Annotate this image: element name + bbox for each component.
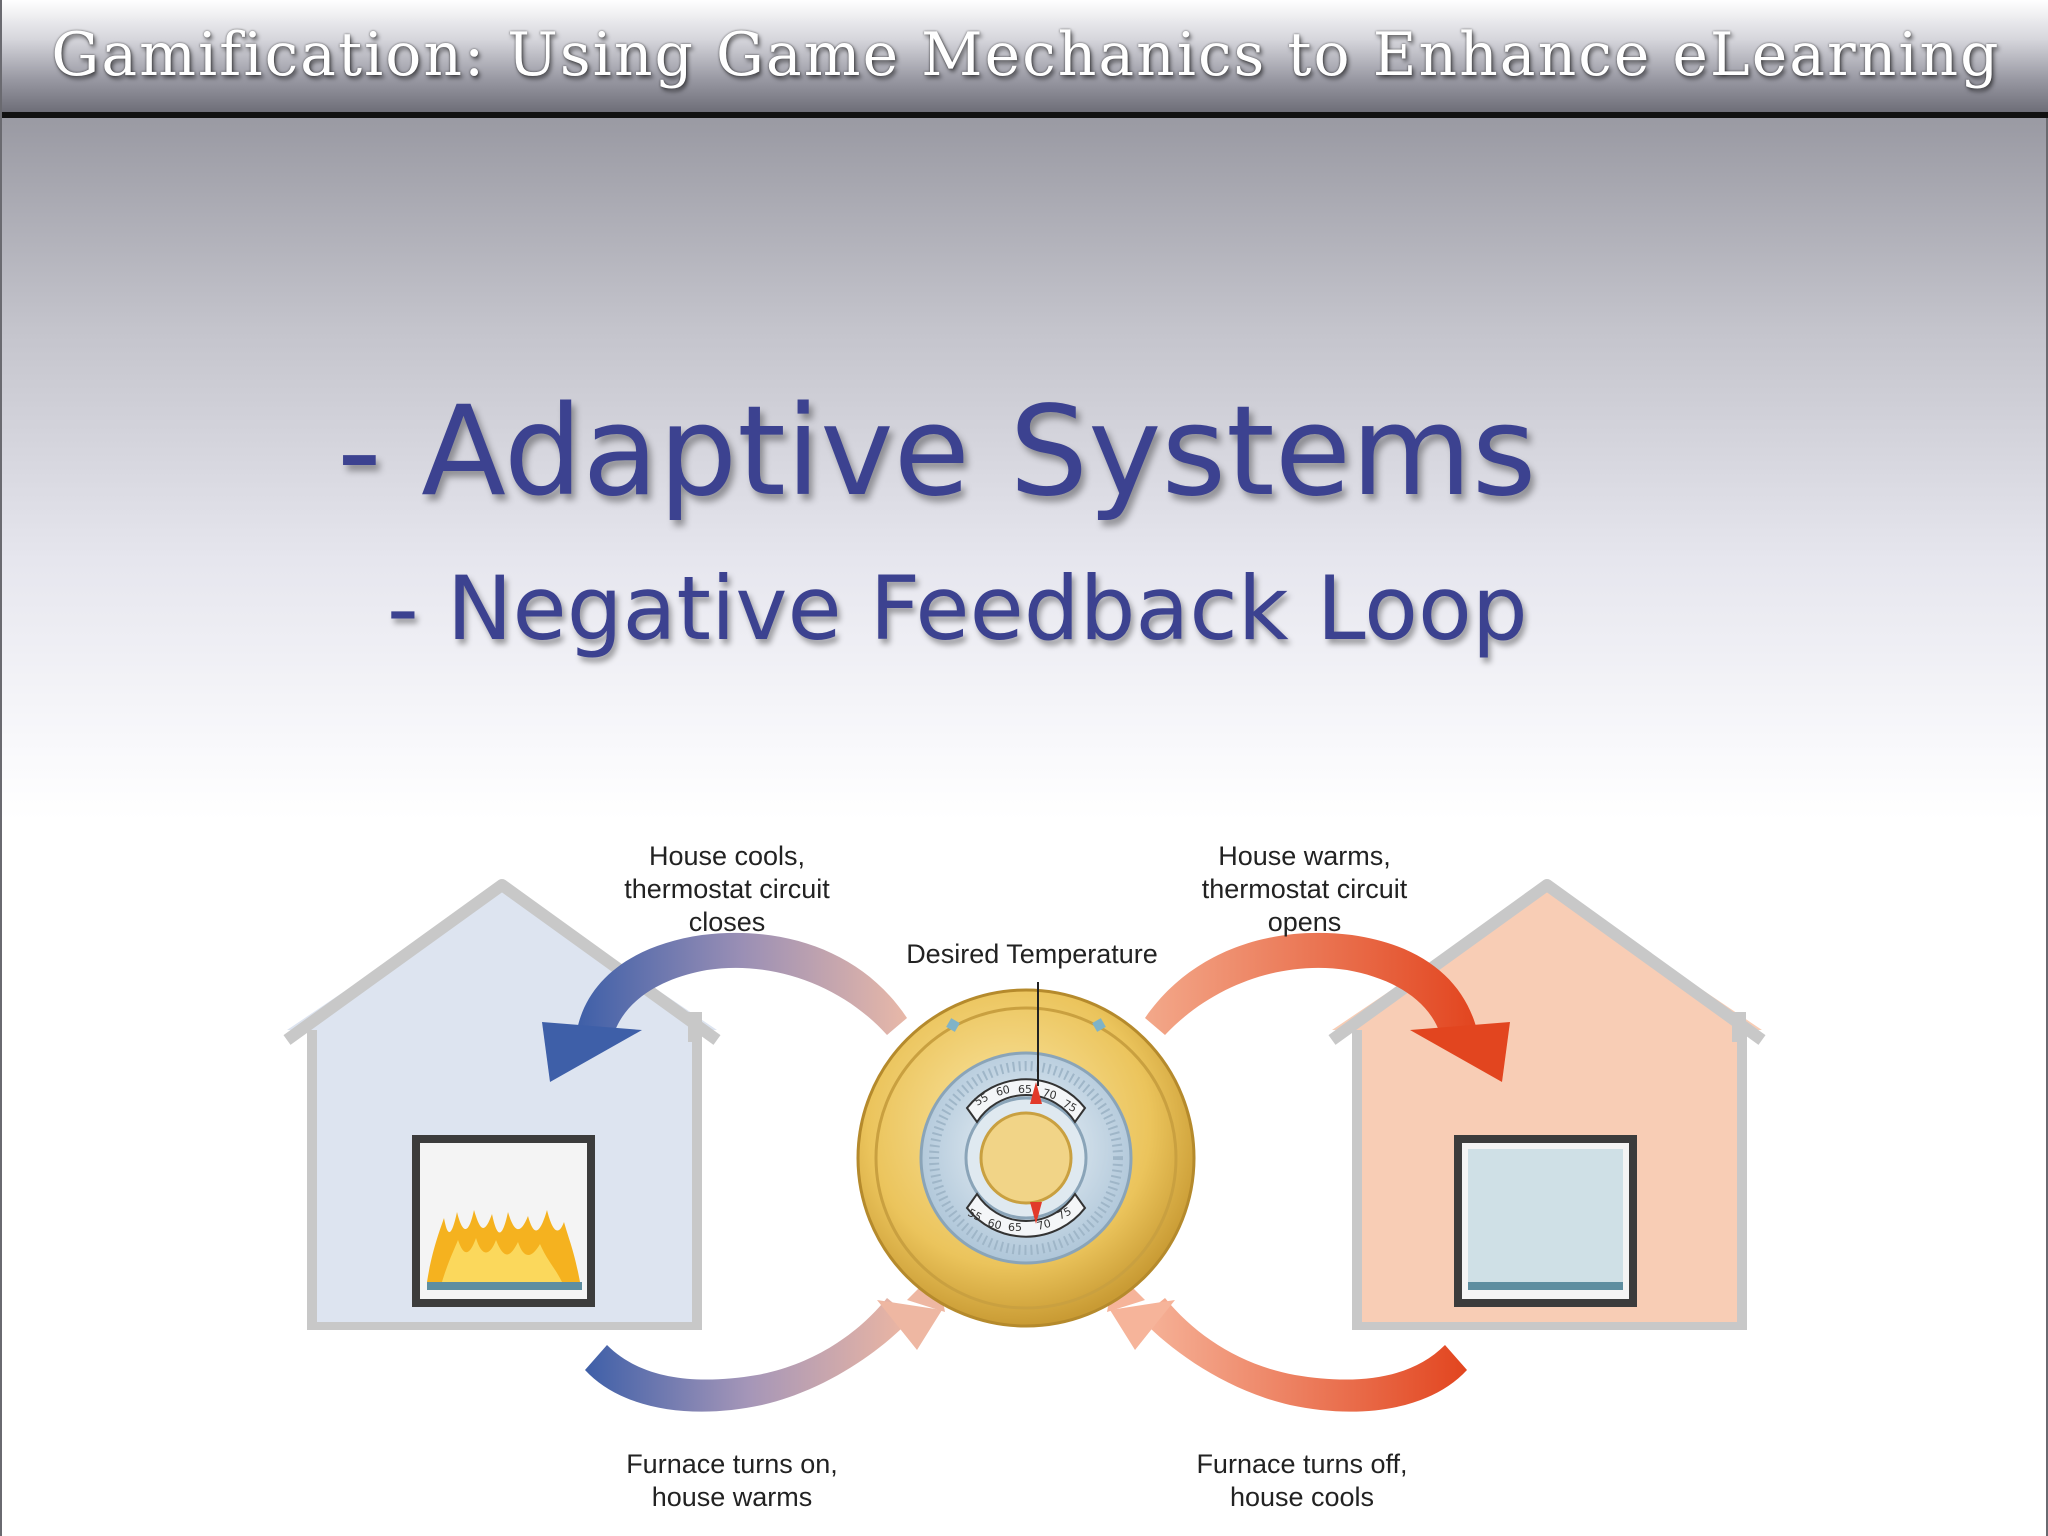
arrow-house-warms bbox=[1145, 932, 1510, 1082]
slide-heading: - Adaptive Systems bbox=[337, 380, 1537, 524]
title-bar: Gamification: Using Game Mechanics to En… bbox=[2, 0, 2048, 118]
furnace-fire-icon bbox=[412, 1135, 595, 1307]
lower-scale-label: 75 bbox=[1055, 1205, 1073, 1223]
thermostat-lower-scale: 55 60 65 70 75 bbox=[966, 1205, 1074, 1234]
lower-scale-label: 65 bbox=[1008, 1221, 1022, 1234]
lower-scale-label: 70 bbox=[1036, 1217, 1053, 1233]
slide-subheading: - Negative Feedback Loop bbox=[387, 557, 1528, 660]
upper-scale-label: 60 bbox=[995, 1083, 1012, 1099]
label-furnace-on: Furnace turns on, house warms bbox=[626, 1449, 838, 1512]
lower-scale-label: 60 bbox=[986, 1216, 1003, 1232]
thermostat-upper-scale: 55 60 65 70 75 bbox=[972, 1083, 1079, 1115]
upper-scale-label: 70 bbox=[1041, 1086, 1058, 1102]
upper-scale-label: 65 bbox=[1018, 1083, 1032, 1096]
label-desired-temperature: Desired Temperature bbox=[906, 939, 1158, 969]
presentation-title: Gamification: Using Game Mechanics to En… bbox=[51, 20, 2001, 90]
arrow-house-cools bbox=[542, 932, 907, 1082]
furnace-off-icon bbox=[1454, 1135, 1637, 1307]
label-house-warms: House warms, thermostat circuit opens bbox=[1201, 841, 1408, 937]
lower-scale-label: 55 bbox=[966, 1206, 984, 1224]
label-furnace-off: Furnace turns off, house cools bbox=[1196, 1449, 1408, 1512]
thermostat-dial bbox=[856, 988, 1196, 1328]
upper-scale-label: 75 bbox=[1061, 1097, 1079, 1115]
upper-scale-label: 55 bbox=[972, 1091, 990, 1109]
label-house-cools: House cools, thermostat circuit closes bbox=[624, 841, 830, 937]
